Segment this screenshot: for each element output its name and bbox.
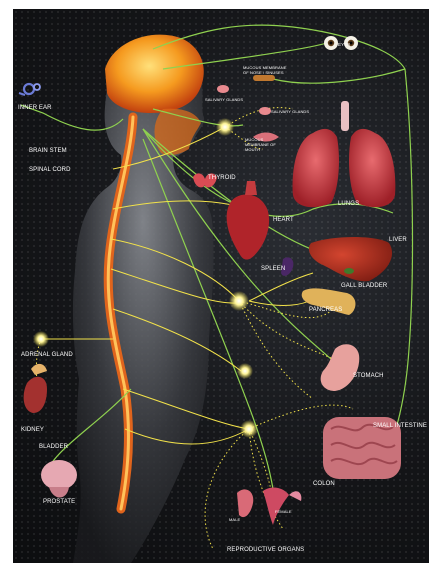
kidney-label: KIDNEY [21,427,44,433]
bladder-label: BLADDER [39,444,68,450]
reproductive-organs-graphic [237,488,301,525]
thyroid-label: THYROID [208,175,236,181]
colon-label: COLON [313,481,335,487]
adrenal-gland-label: ADRENAL GLAND [21,352,73,358]
liver-graphic [309,237,392,281]
reproductive-organs-label: REPRODUCTIVE ORGANS [227,547,304,553]
inner-ear-graphic [19,84,40,95]
lungs-label: LUNGS [338,201,359,207]
gall-bladder-graphic [344,268,354,274]
brain-stem-label: BRAIN STEM [29,148,67,154]
spinal-cord-label: SPINAL CORD [29,167,71,173]
prostate-label: PROSTATE [43,499,75,505]
salivary-glands-label: SALIVARY GLANDS [205,97,243,102]
gall-bladder-label: GALL BLADDER [341,283,387,289]
female-label: FEMALE [275,509,292,514]
salivary-glands-label-2: SALIVARY GLANDS [271,109,309,114]
kidney-graphic [24,364,47,413]
nervous-system-illustration: EYES INNER EAR BRAIN STEM SPINAL CORD SA… [13,9,429,563]
inner-ear-label: INNER EAR [18,105,52,111]
liver-label: LIVER [389,237,407,243]
mucous-membrane-mouth-label: MUCOUS MEMBRANE OF MOUTH [245,137,285,152]
brain [105,35,204,113]
heart-graphic [227,195,269,260]
bladder-graphic [41,460,77,498]
stomach-graphic [321,344,360,391]
pancreas-label: PANCREAS [309,307,342,313]
eyes-label: EYES [338,42,350,47]
stomach-label: STOMACH [353,373,384,379]
spleen-label: SPLEEN [261,266,285,272]
aorta-graphic [245,181,257,195]
male-label: MALE [229,517,240,522]
mucous-membrane-nose-label: MUCOUS MEMBRANE OF NOSE / SINUSES [243,65,289,75]
small-intestine-label: SMALL INTESTINE [373,423,427,429]
lungs-graphic [293,101,396,207]
heart-label: HEART [273,217,294,223]
